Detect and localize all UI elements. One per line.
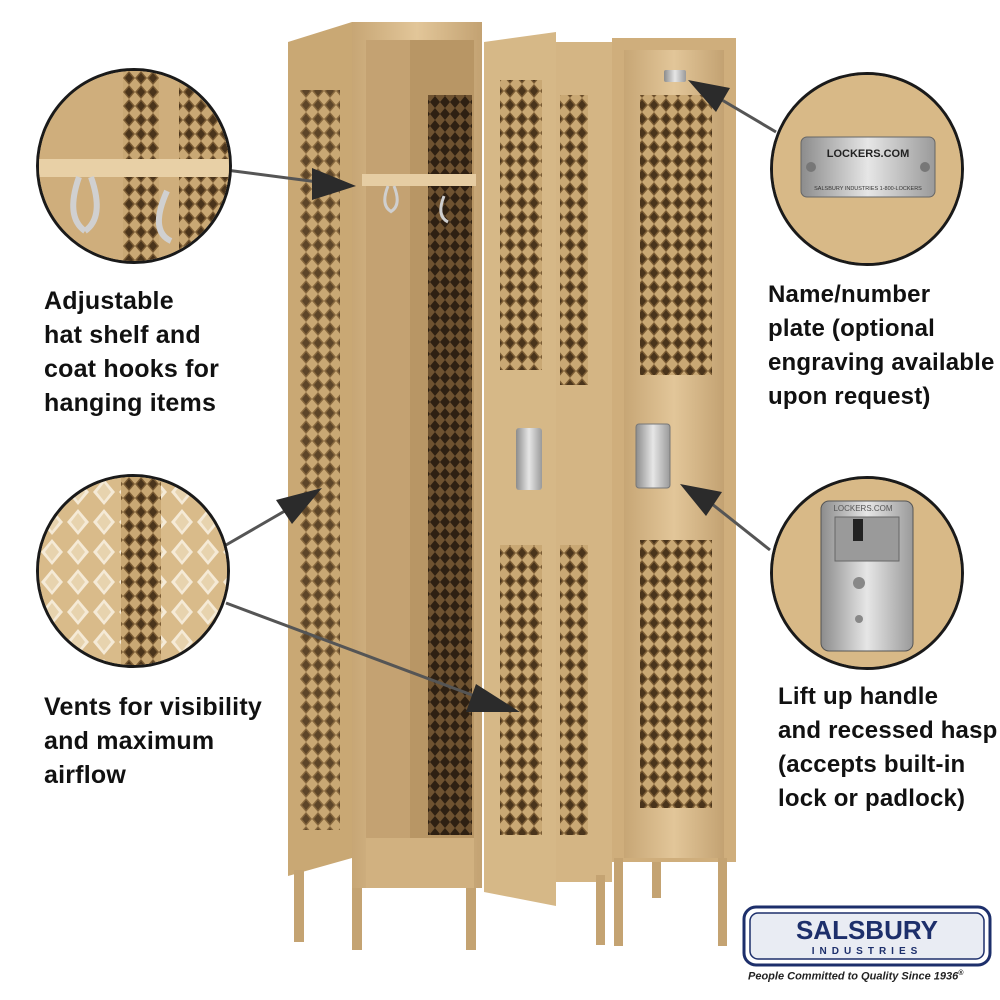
side-vent-mesh [300,90,340,830]
brand-tagline: People Committed to Quality Since 1936® [748,970,998,983]
callout-shelf-line: hanging items [44,389,217,417]
middle-locker [556,42,612,945]
callout-shelf-line: Adjustable [44,287,174,315]
hat-shelf [362,174,476,186]
callout-plate-line: Name/number [768,281,931,308]
callout-plate-line: upon request) [768,383,931,410]
door-upper-vent [500,80,542,370]
plate-line-2: SALSBURY INDUSTRIES 1-800-LOCKERS [814,186,922,192]
callout-plate-line: engraving available [768,349,995,376]
left-locker [288,22,482,950]
callout-vents-line: airflow [44,761,126,789]
callout-handle-line: and recessed hasp [778,717,998,744]
tagline-text: People Committed to Quality Since 1936 [748,970,959,983]
name-plate [800,136,936,198]
callout-shelf: Adjustable hat shelf and coat hooks for … [44,284,219,420]
callout-handle-line: Lift up handle [778,683,939,710]
locker-leg [294,870,304,942]
door-lower-vent [500,545,542,835]
open-door [484,32,556,906]
callout-shelf-line: hat shelf and [44,321,201,349]
callout-handle-line: (accepts built-in [778,751,966,778]
shelf-hooks-detail [36,68,232,264]
callout-arrows [225,80,777,712]
callout-plate: Name/number plate (optional engraving av… [768,278,995,414]
coat-hook [383,185,399,214]
right-locker [612,38,736,946]
callout-vents-line: Vents for visibility [44,693,262,721]
callout-handle-line: lock or padlock) [778,785,966,812]
recessed-hasp [635,423,671,489]
tagline-mark: ® [958,970,964,977]
callout-vents-line: and maximum [44,727,215,755]
door-handle [516,428,542,490]
brand-sub: INDUSTRIES [812,946,923,957]
callout-plate-line: plate (optional [768,315,935,342]
plate-detail: LOCKERS.COM SALSBURY INDUSTRIES 1-800-LO… [770,72,964,266]
callout-shelf-line: coat hooks for [44,355,220,383]
right-upper-vent [640,95,712,375]
number-plate [664,70,686,82]
hasp-label: LOCKERS.COM [833,504,892,513]
hook-icon [70,176,100,234]
callout-vents: Vents for visibility and maximum airflow [44,690,262,792]
arrow-head [312,168,356,200]
salsbury-logo: SALSBURY INDUSTRIES [742,905,992,967]
vent-detail [36,474,230,668]
callout-handle: Lift up handle and recessed hasp (accept… [778,680,998,816]
handle-detail: LOCKERS.COM [770,476,964,670]
brand-name: SALSBURY [796,915,938,945]
right-lower-vent [640,540,712,808]
plate-line-1: LOCKERS.COM [827,148,910,160]
back-vent-mesh [428,95,472,835]
